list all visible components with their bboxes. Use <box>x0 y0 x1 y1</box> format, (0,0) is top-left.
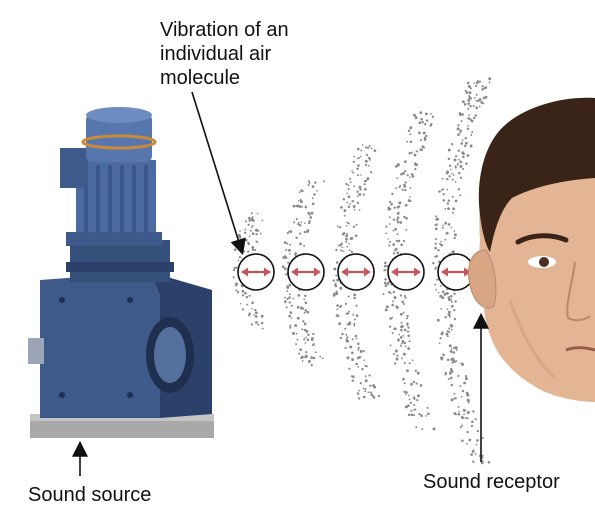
eye-pupil <box>539 257 549 267</box>
molecule-circle-2 <box>287 253 325 291</box>
flange-ring <box>66 262 174 272</box>
molecule-pointer-arrow <box>191 91 246 256</box>
hair <box>478 97 595 252</box>
copper-ring <box>81 134 157 150</box>
molecule-circle-1 <box>237 253 275 291</box>
human-head-icon <box>468 97 595 402</box>
gearbox-window-inner <box>154 327 186 383</box>
nose <box>566 261 591 322</box>
molecule-label: Vibration of an individual air molecule <box>160 19 289 89</box>
molecule-circle-3 <box>337 253 375 291</box>
motor-base-plate <box>30 420 214 438</box>
air-molecules <box>237 253 475 291</box>
motor-flange <box>70 240 170 282</box>
shaft-stub <box>28 338 44 364</box>
fan-cover-top <box>86 107 152 123</box>
sound-source-label: Sound source <box>28 484 152 506</box>
motor-housing-foot <box>66 232 162 246</box>
wave-arc-2 <box>281 180 326 367</box>
mouth <box>565 346 595 352</box>
ear <box>468 249 497 309</box>
gear-motor-icon <box>28 107 214 438</box>
eyebrow <box>515 233 569 245</box>
gearbox-body <box>40 272 160 418</box>
sound-receptor-label: Sound receptor <box>423 471 560 493</box>
terminal-box <box>60 148 88 188</box>
motor-bolts <box>59 297 133 398</box>
motor-housing <box>76 160 156 242</box>
cheek-shadow <box>508 299 557 380</box>
fan-cover <box>86 114 152 162</box>
motor-fins <box>84 165 148 235</box>
molecule-circle-4 <box>387 253 425 291</box>
